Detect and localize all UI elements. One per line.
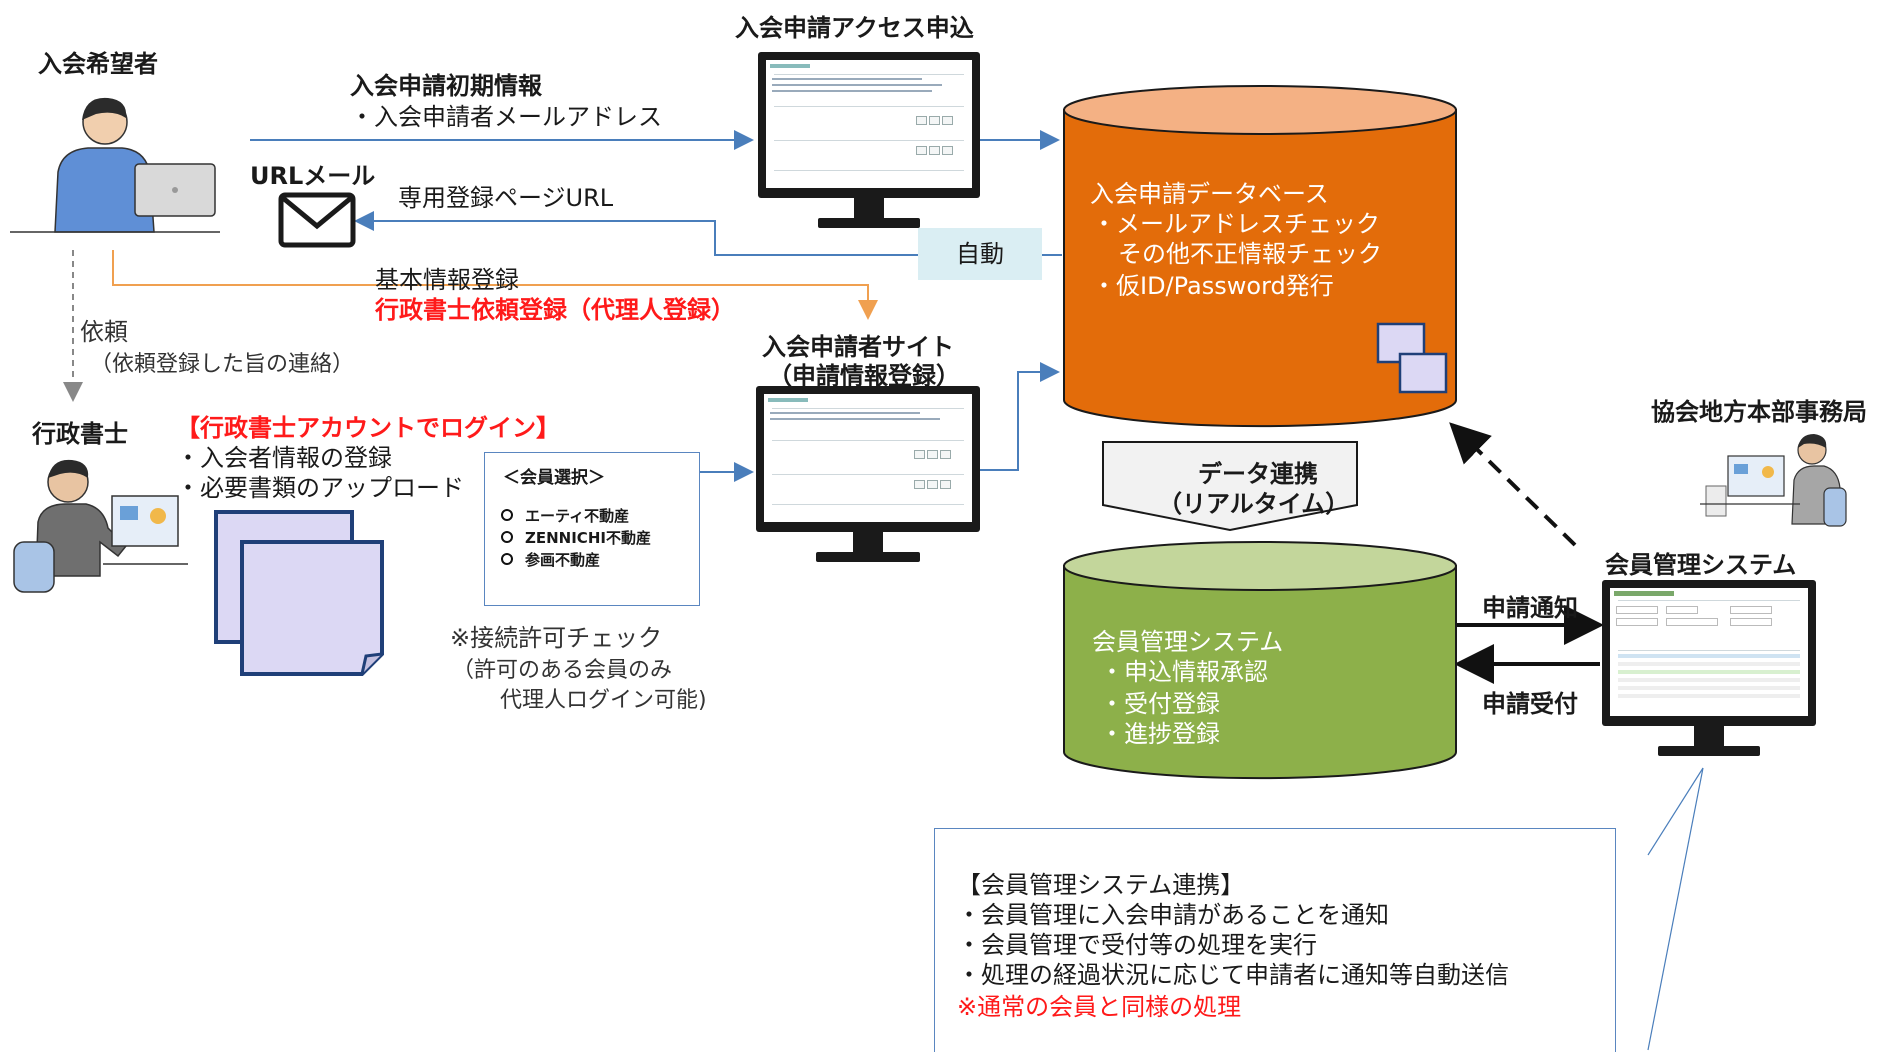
- callout-pointer-2: [1647, 767, 1704, 1051]
- app-notice-label: 申請通知: [1482, 594, 1578, 622]
- data-link-arrow-shape: [1102, 441, 1358, 532]
- mail-envelope-icon: [278, 192, 356, 248]
- basic-reg-label: 基本情報登録: [375, 266, 519, 294]
- document-stack-icon: [214, 510, 384, 676]
- member-select-box: ＜会員選択＞ エーティ不動産 ZENNICHI不動産 参画不動産: [484, 452, 700, 606]
- initial-info-label: 入会申請初期情報: [350, 72, 542, 100]
- box-line-4: ・処理の経過状況に応じて申請者に通知等自動送信: [957, 961, 1509, 989]
- db-line-4: ・仮ID/Password発行: [1092, 272, 1334, 300]
- app-receipt-label: 申請受付: [1482, 690, 1578, 718]
- url-mail-label: URLメール: [250, 162, 376, 190]
- member-database-cylinder-icon: [1063, 541, 1457, 780]
- system-to-db-dashed-arrow: [1449, 422, 1577, 547]
- initial-info-sub: ・入会申請者メールアドレス: [350, 103, 662, 131]
- basic-info-line: [112, 250, 878, 320]
- db-to-mail-line: [354, 211, 1062, 256]
- member-db-line-3: ・受付登録: [1100, 690, 1220, 718]
- agent-reg-label: 行政書士依頼登録（代理人登録）: [375, 296, 735, 324]
- member-option-3[interactable]: 参画不動産: [501, 549, 600, 570]
- db-line-3: その他不正情報チェック: [1118, 240, 1382, 268]
- request-sub-label: （依頼登録した旨の連絡）: [90, 352, 355, 377]
- data-link-label-1: データ連携: [1198, 460, 1318, 488]
- callout-pointer-1: [1647, 767, 1704, 856]
- member-option-2[interactable]: ZENNICHI不動産: [501, 527, 651, 548]
- integration-callout-box: 【会員管理システム連携】 ・会員管理に入会申請があることを通知 ・会員管理で受付…: [934, 828, 1616, 1052]
- permission-check-3: 代理人ログイン可能): [500, 688, 707, 713]
- request-label: 依頼: [80, 318, 128, 346]
- regional-office-label: 協会地方本部事務局: [1651, 398, 1867, 426]
- application-database-cylinder-icon: [1063, 85, 1457, 428]
- dedicated-url-label: 専用登録ページURL: [398, 184, 614, 212]
- box-note: ※通常の会員と同様の処理: [957, 993, 1242, 1021]
- permission-check-1: ※接続許可チェック: [450, 624, 663, 652]
- member-system-monitor-icon: [1602, 580, 1816, 756]
- member-db-line-4: ・進捗登録: [1100, 720, 1220, 748]
- access-title: 入会申請アクセス申込: [735, 14, 974, 42]
- box-line-3: ・会員管理で受付等の処理を実行: [957, 931, 1317, 959]
- member-option-1[interactable]: エーティ不動産: [501, 505, 629, 526]
- applicant-site-monitor-icon: [756, 386, 980, 562]
- member-db-line-2: ・申込情報承認: [1100, 658, 1268, 686]
- applicant-site-label-2: （申請情報登録）: [768, 362, 960, 390]
- member-db-line-1: 会員管理システム: [1092, 628, 1284, 656]
- office-worker-icon: [13, 459, 188, 593]
- box-line-1: 【会員管理システム連携】: [957, 871, 1245, 899]
- scrivener-label: 行政書士: [32, 420, 128, 448]
- db-line-2: ・メールアドレスチェック: [1092, 210, 1380, 238]
- scrivener-item1: ・入会者情報の登録: [176, 444, 392, 472]
- box-line-2: ・会員管理に入会申請があることを通知: [957, 901, 1389, 929]
- regional-office-worker-icon: [1700, 434, 1847, 527]
- member-system-label: 会員管理システム: [1605, 551, 1797, 579]
- person-laptop-icon: [10, 97, 220, 233]
- db-line-1: 入会申請データベース: [1090, 180, 1329, 208]
- scrivener-item2: ・必要書類のアップロード: [176, 474, 464, 502]
- applicant-label: 入会希望者: [38, 50, 158, 78]
- data-link-label-2: （リアルタイム）: [1158, 490, 1350, 518]
- access-monitor-icon: [758, 52, 980, 228]
- member-select-title: ＜会員選択＞: [503, 468, 605, 488]
- applicant-site-label-1: 入会申請者サイト: [762, 333, 954, 361]
- site-to-db-line: [980, 362, 1060, 471]
- scrivener-login-label: 【行政書士アカウントでログイン】: [176, 414, 560, 442]
- permission-check-2: （許可のある会員のみ: [452, 658, 673, 683]
- auto-badge: 自動: [918, 228, 1042, 280]
